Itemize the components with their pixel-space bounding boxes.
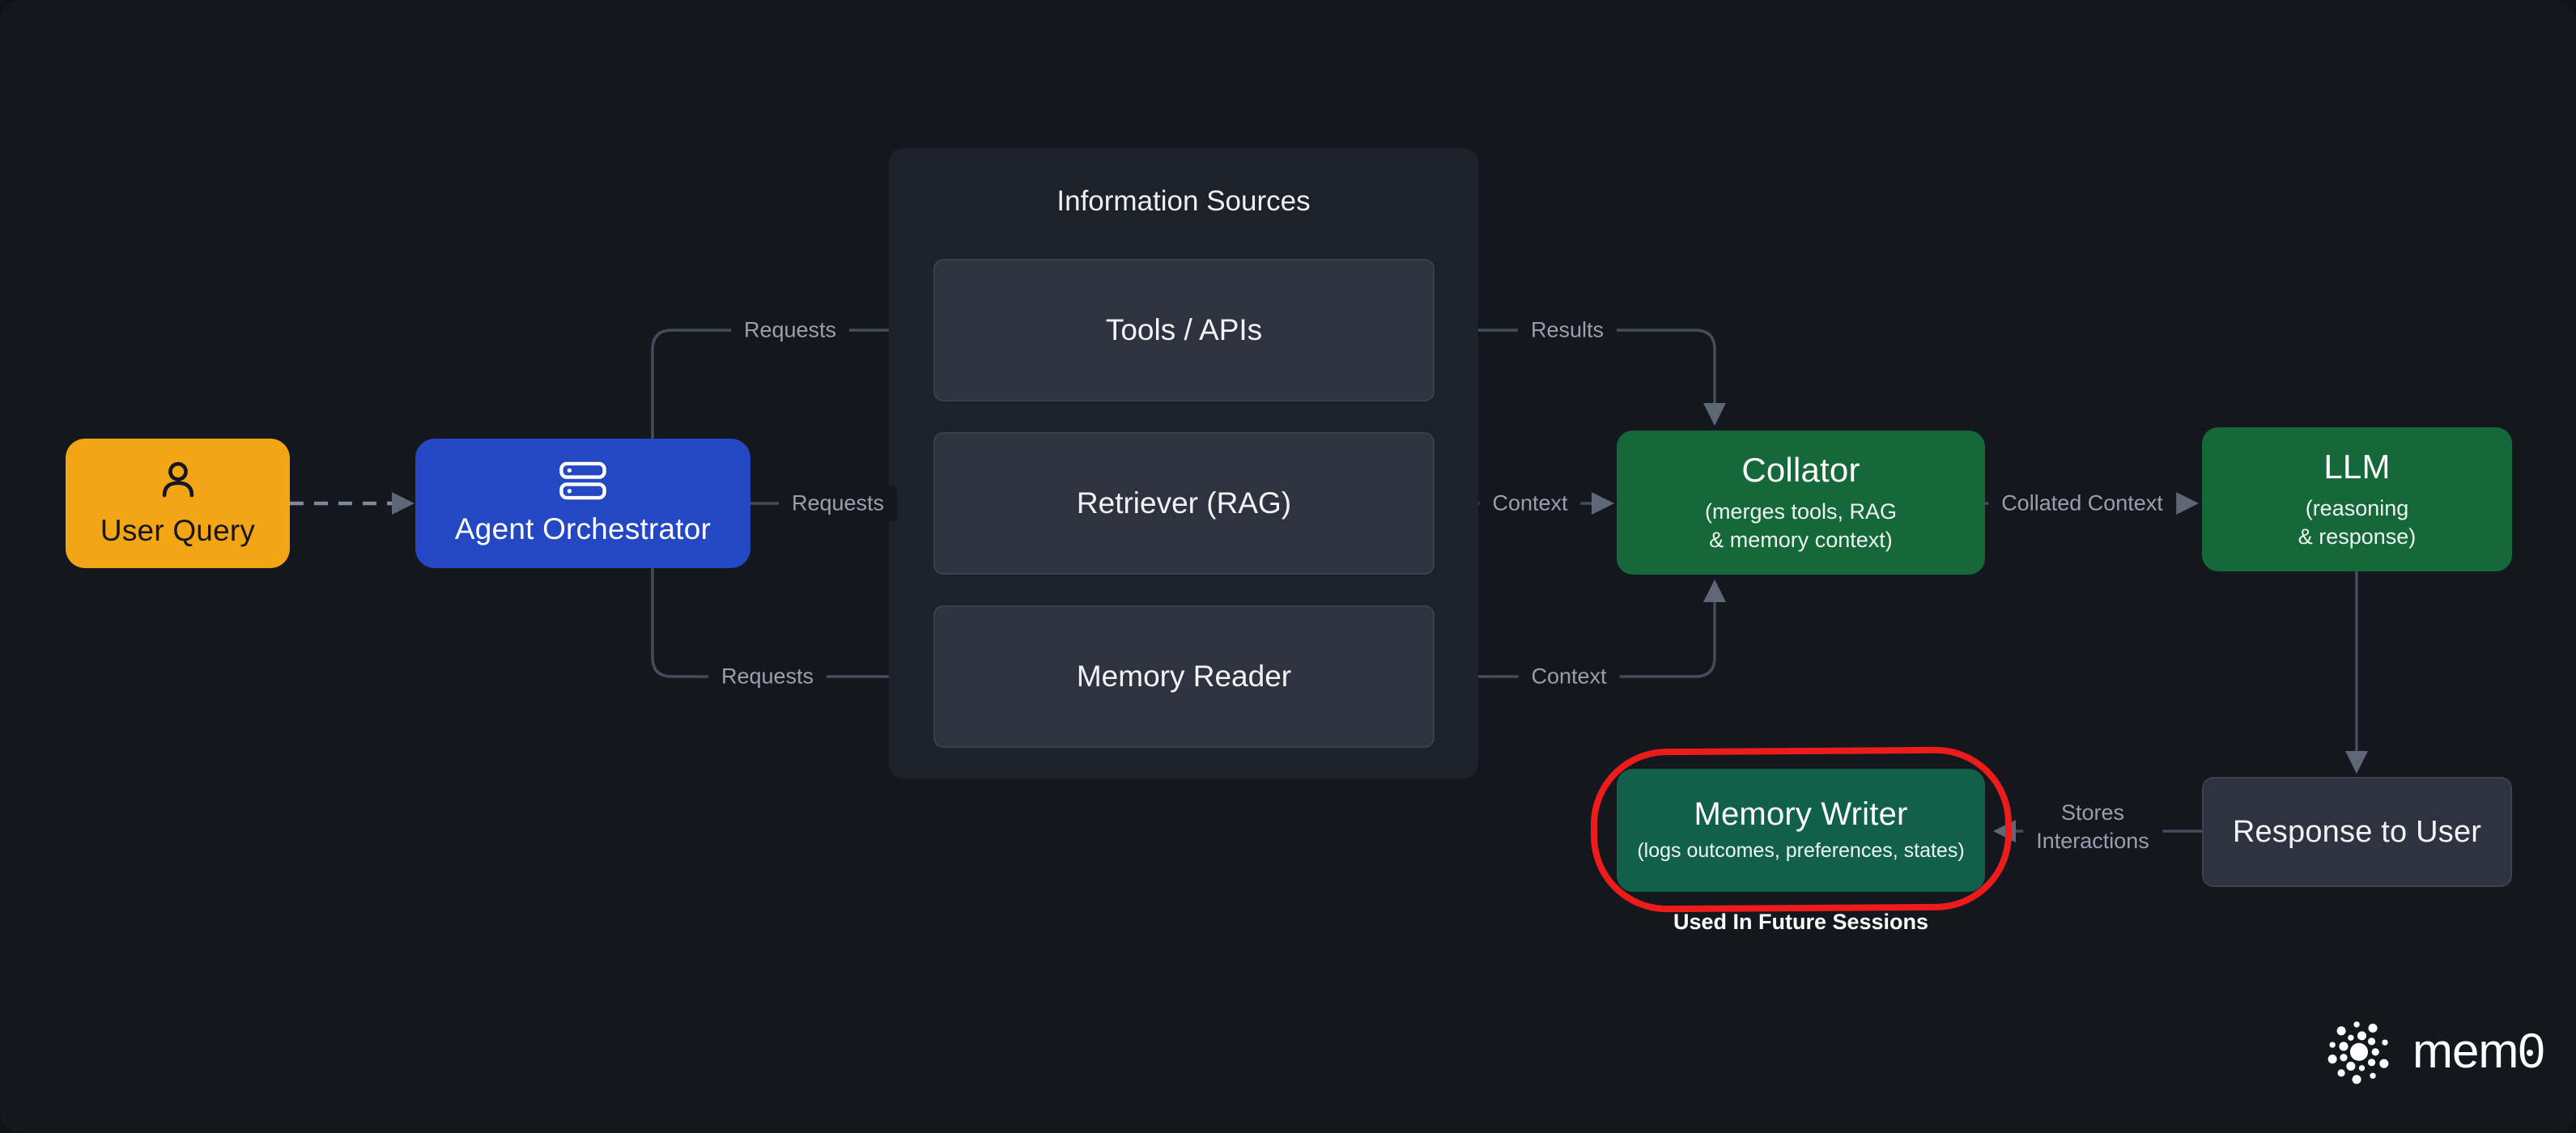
node-label-response-to-user: Response to User [2232,814,2482,849]
node-label-llm: LLM [2323,447,2391,486]
node-collator: Collator (merges tools, RAG & memory con… [1617,431,1985,575]
edge-label-results: Results [1517,312,1617,348]
arrowhead-into-writer [1993,820,2016,842]
node-user-query: User Query [66,439,290,568]
brand-mem0: mem0 [2322,1013,2545,1088]
node-tools-apis: Tools / APIs [933,259,1435,401]
edge-label-collated-context: Collated Context [1988,486,2176,521]
node-memory-writer: Memory Writer (logs outcomes, preference… [1617,769,1985,892]
node-memory-reader: Memory Reader [933,605,1435,748]
node-llm: LLM (reasoning & response) [2202,427,2512,571]
arrowhead-into-orchestrator [392,492,414,515]
node-label-user-query: User Query [100,514,256,547]
edge-label-requests-bottom: Requests [708,659,827,694]
edge-label-stores-interactions: Stores Interactions [2023,795,2162,859]
node-retriever-rag: Retriever (RAG) [933,432,1435,575]
node-label-retriever-rag: Retriever (RAG) [1076,486,1292,520]
arrowhead-context-up-into-collator [1703,579,1726,602]
arrowhead-into-response [2345,751,2368,774]
node-agent-orchestrator: Agent Orchestrator [415,439,750,568]
server-stack-icon [559,461,606,500]
node-label-collator: Collator [1741,450,1860,489]
node-subtitle-llm: (reasoning & response) [2298,495,2417,549]
edge-label-context-bottom: Context [1518,659,1620,694]
arrowhead-into-llm [2176,492,2199,515]
node-label-memory-writer: Memory Writer [1694,796,1908,833]
arrowhead-results-into-collator [1703,403,1726,426]
brand-wordmark: mem0 [2412,1023,2545,1078]
node-subtitle-collator: (merges tools, RAG & memory context) [1704,499,1898,552]
node-label-memory-reader: Memory Reader [1076,660,1292,693]
node-label-agent-orchestrator: Agent Orchestrator [454,512,712,545]
panel-title: Information Sources [1056,185,1311,217]
node-response-to-user: Response to User [2202,777,2512,887]
node-label-tools-apis: Tools / APIs [1105,313,1263,346]
arrowhead-context-into-collator [1592,492,1614,515]
edge-label-requests-mid: Requests [778,486,898,521]
edge-label-requests-top: Requests [730,312,850,348]
node-subtitle-memory-writer: (logs outcomes, preferences, states) [1637,839,1965,863]
mem0-logo-icon [2327,1021,2389,1084]
edge-label-context-mid: Context [1479,486,1581,521]
person-icon [162,461,193,498]
note-used-in-future-sessions: Used In Future Sessions [1673,910,1929,934]
